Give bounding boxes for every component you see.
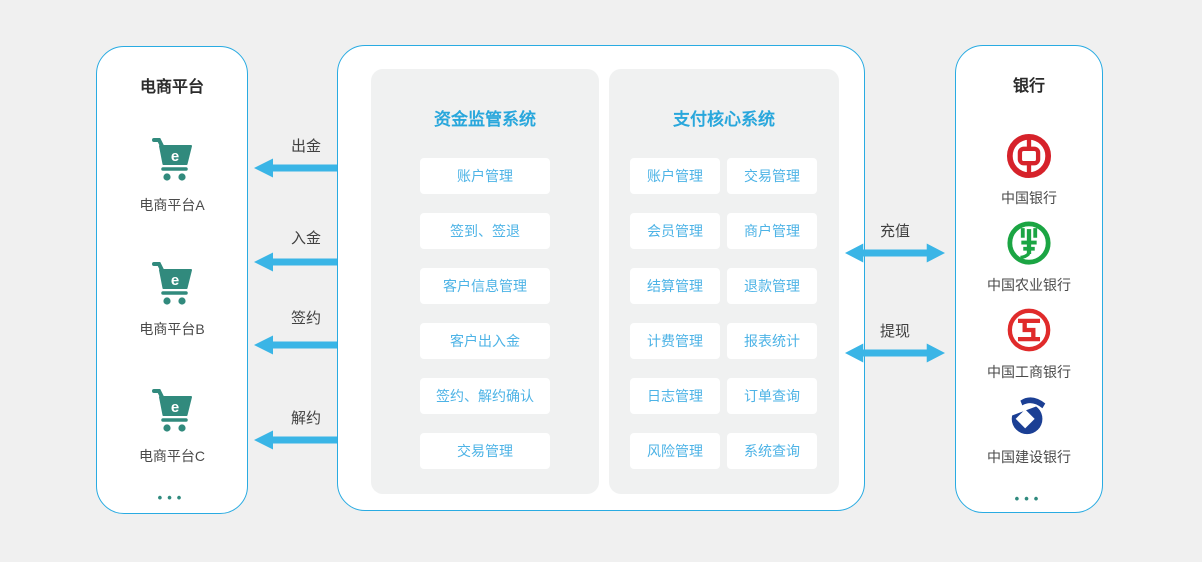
double-arrow-icon: [254, 332, 358, 358]
module-box: 签约、解约确认: [420, 378, 550, 414]
module-box: 客户出入金: [420, 323, 550, 359]
shopping-cart-icon: e: [148, 389, 196, 438]
fund-supervision-system: 资金监管系统 账户管理 签到、签退 客户信息管理 客户出入金 签约、解约确认 交…: [371, 69, 599, 494]
svg-text:e: e: [171, 272, 179, 289]
arrow-label-withdraw-funds: 出金: [290, 138, 321, 155]
more-platforms-ellipsis: •••: [157, 490, 187, 505]
module-box: 退款管理: [727, 268, 817, 304]
module-box: 结算管理: [630, 268, 720, 304]
platform-a-label: 电商平台A: [139, 197, 205, 213]
shopping-cart-icon: e: [148, 262, 196, 311]
module-box: 系统查询: [727, 433, 817, 469]
ecommerce-panel: 电商平台 e 电商平台A e: [96, 46, 248, 514]
platform-c: e 电商平台C: [97, 386, 247, 466]
double-arrow-icon: [254, 427, 358, 453]
module-box: 风险管理: [630, 433, 720, 469]
module-box: 日志管理: [630, 378, 720, 414]
module-box: 会员管理: [630, 213, 720, 249]
module-box: 客户信息管理: [420, 268, 550, 304]
arrow-label-deposit-funds: 入金: [290, 230, 321, 247]
more-banks-ellipsis: •••: [1014, 491, 1044, 506]
payment-core-title: 支付核心系统: [673, 110, 775, 129]
bank-boc-label: 中国银行: [1001, 190, 1057, 206]
payment-core-items: 账户管理 交易管理 会员管理 商户管理 结算管理 退款管理 计费管理 报表统计 …: [630, 158, 817, 469]
agricultural-bank-logo-icon: [1006, 221, 1052, 270]
platform-c-label: 电商平台C: [138, 448, 206, 464]
ecommerce-panel-title: 电商平台: [139, 79, 204, 96]
bank-ccb-label: 中国建设银行: [987, 449, 1071, 465]
bank-abc-label: 中国农业银行: [987, 277, 1071, 293]
platform-b: e 电商平台B: [97, 259, 247, 339]
svg-text:e: e: [171, 148, 179, 165]
module-box: 签到、签退: [420, 213, 550, 249]
double-arrow-icon: [845, 340, 945, 366]
bank-panel-title: 银行: [1012, 78, 1045, 95]
double-arrow-icon: [254, 155, 358, 181]
arrow-label-terminate-contract: 解约: [290, 410, 321, 427]
module-box: 交易管理: [727, 158, 817, 194]
module-box: 账户管理: [420, 158, 550, 194]
arrow-label-withdraw-cash: 提现: [879, 323, 910, 340]
bank-of-china-logo-icon: [1006, 133, 1052, 183]
module-box: 订单查询: [727, 378, 817, 414]
module-box: 报表统计: [727, 323, 817, 359]
double-arrow-icon: [254, 249, 358, 275]
module-box: 计费管理: [630, 323, 720, 359]
bank-icbc: 中国工商银行: [956, 307, 1102, 382]
arrow-label-recharge: 充值: [879, 223, 910, 240]
platform-a: e 电商平台A: [97, 135, 247, 215]
module-box: 账户管理: [630, 158, 720, 194]
svg-text:e: e: [171, 399, 179, 416]
ccb-logo-icon: [1006, 394, 1052, 442]
bank-panel: 银行 中国银行: [955, 45, 1103, 513]
bank-boc: 中国银行: [956, 133, 1102, 208]
fund-supervision-items: 账户管理 签到、签退 客户信息管理 客户出入金 签约、解约确认 交易管理: [371, 158, 599, 469]
arrow-label-sign-contract: 签约: [290, 310, 321, 327]
double-arrow-icon: [845, 240, 945, 266]
module-box: 商户管理: [727, 213, 817, 249]
platform-b-label: 电商平台B: [139, 321, 205, 337]
shopping-cart-icon: e: [148, 138, 196, 187]
fund-supervision-title: 资金监管系统: [434, 110, 536, 129]
payment-core-system: 支付核心系统 账户管理 交易管理 会员管理 商户管理 结算管理 退款管理 计费管…: [609, 69, 839, 494]
icbc-logo-icon: [1006, 308, 1052, 357]
module-box: 交易管理: [420, 433, 550, 469]
bank-icbc-label: 中国工商银行: [987, 364, 1071, 380]
bank-abc: 中国农业银行: [956, 220, 1102, 295]
bank-ccb: 中国建设银行: [956, 392, 1102, 467]
core-systems-panel: 资金监管系统 账户管理 签到、签退 客户信息管理 客户出入金 签约、解约确认 交…: [337, 45, 865, 511]
